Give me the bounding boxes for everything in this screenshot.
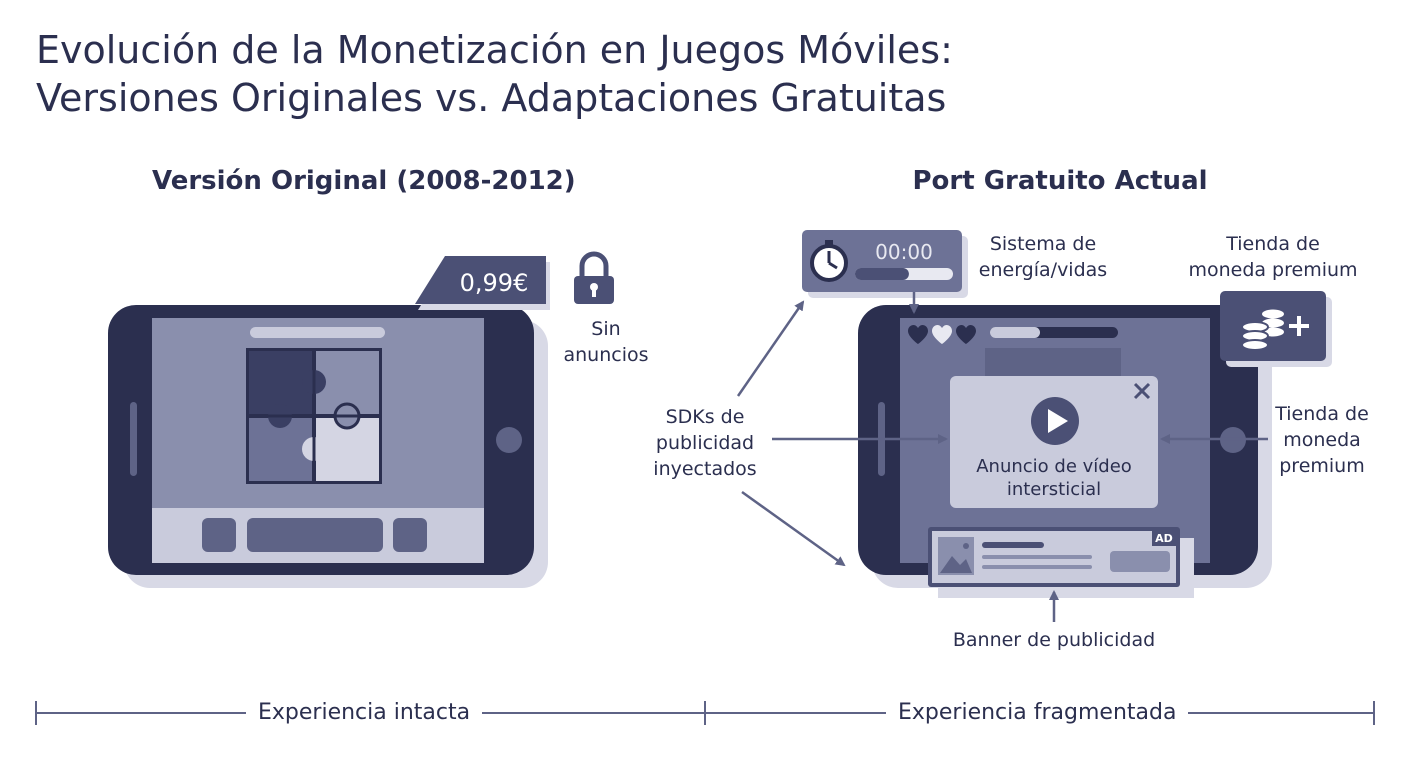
premium-store-side-label: Tienda de moneda premium — [1262, 401, 1382, 479]
energy-system-label-line-1: Sistema de — [989, 233, 1097, 255]
lock-icon — [574, 251, 614, 304]
banner-ad-cta-button[interactable] — [1110, 551, 1170, 572]
ad-sdk-label-line-1: SDKs de — [665, 406, 745, 428]
energy-system-label-line-2: energía/vidas — [978, 259, 1108, 281]
banner-ad[interactable]: AD — [928, 527, 1194, 598]
close-icon[interactable] — [1133, 382, 1151, 400]
original-control-button-right — [393, 518, 427, 552]
coins-plus-icon[interactable] — [1241, 309, 1309, 351]
original-phone-top-bar — [250, 327, 385, 338]
timeline-label-fragmented: Experiencia fragmentada — [886, 700, 1189, 725]
ad-sdk-label: SDKs de publicidad inyectados — [640, 404, 770, 482]
puzzle-icon — [246, 348, 382, 484]
premium-store-side-label-line-1: Tienda de — [1275, 403, 1369, 425]
premium-store-top-label-line-2: moneda premium — [1188, 259, 1358, 281]
premium-store-side-label-line-2: moneda — [1283, 429, 1361, 451]
no-ads-label-line-2: anuncios — [563, 344, 649, 366]
no-ads-label-line-1: Sin — [591, 318, 621, 340]
heart-icon — [908, 325, 928, 344]
page-title-line-2: Versiones Originales vs. Adaptaciones Gr… — [36, 76, 947, 120]
interstitial-video-ad[interactable]: Anuncio de vídeo intersticial — [950, 376, 1158, 508]
energy-timer-widget: 00:00 — [802, 230, 968, 314]
original-control-button-left — [202, 518, 236, 552]
interstitial-ad-label-line-1: Anuncio de vídeo — [976, 456, 1132, 477]
banner-ad-text-line — [982, 555, 1092, 559]
ad-sdk-label-line-3: inyectados — [653, 458, 757, 480]
banner-ad-text-line — [982, 565, 1092, 569]
original-version-heading: Versión Original (2008-2012) — [152, 166, 576, 196]
heart-icon — [932, 325, 952, 344]
premium-store-top-label: Tienda de moneda premium — [1170, 231, 1376, 283]
energy-system-label: Sistema de energía/vidas — [968, 231, 1118, 283]
play-icon[interactable] — [1048, 409, 1068, 433]
interstitial-ad-label-line-2: intersticial — [1007, 479, 1101, 500]
page-title-line-1: Evolución de la Monetización en Juegos M… — [36, 28, 953, 72]
heart-icon — [956, 325, 976, 344]
timer-value: 00:00 — [875, 240, 933, 264]
page-title: Evolución de la Monetización en Juegos M… — [36, 26, 1136, 122]
ad-sdk-label-line-2: publicidad — [655, 432, 755, 454]
premium-store-widget[interactable] — [1220, 291, 1332, 367]
image-icon — [938, 537, 974, 575]
original-phone-side-button — [130, 402, 137, 476]
premium-store-top-label-line-1: Tienda de — [1226, 233, 1320, 255]
ad-badge-label: AD — [1155, 532, 1173, 545]
banner-ad-label: Banner de publicidad — [952, 629, 1156, 651]
original-control-button-center — [247, 518, 383, 552]
free-port-heading: Port Gratuito Actual — [912, 166, 1208, 196]
original-phone: 0,99€ — [108, 251, 614, 588]
stopwatch-icon — [810, 240, 848, 282]
timeline-label-intact: Experiencia intacta — [246, 700, 483, 725]
hearts-row — [908, 325, 976, 344]
free-phone-top-bar-fill — [990, 327, 1040, 338]
premium-store-side-label-line-3: premium — [1279, 455, 1365, 477]
timer-progress-fill — [855, 268, 909, 280]
price-tag-value: 0,99€ — [460, 269, 529, 297]
ad-badge — [1152, 530, 1176, 546]
no-ads-label: Sin anuncios — [556, 316, 656, 368]
free-port-phone: Anuncio de vídeo intersticial AD — [736, 230, 1332, 622]
banner-ad-text-line — [982, 542, 1044, 548]
original-phone-home-button — [496, 427, 522, 453]
sdk-arrow-up — [736, 300, 805, 397]
sdk-arrow-down — [741, 490, 846, 567]
price-tag: 0,99€ — [415, 256, 550, 310]
